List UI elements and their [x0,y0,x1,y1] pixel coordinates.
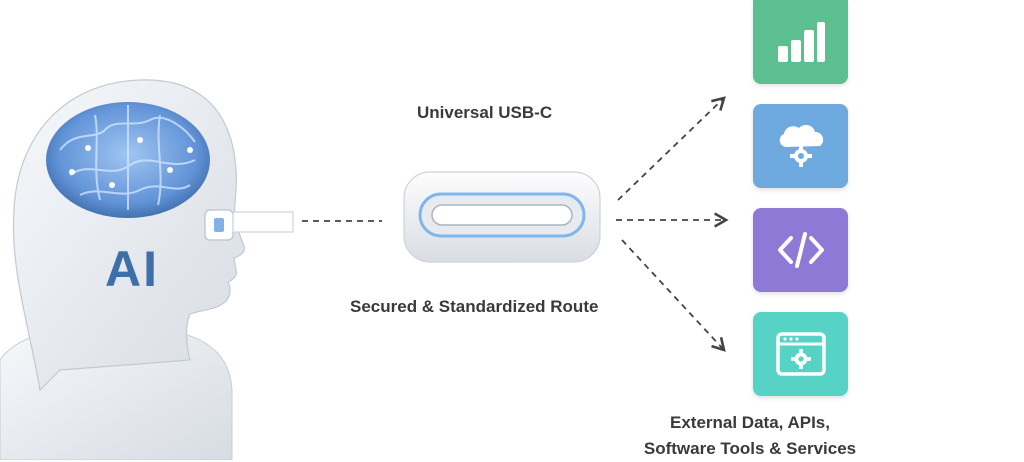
browser-gear-icon [775,332,826,376]
arrow-to-window [621,239,726,352]
cloud-tile [753,104,848,188]
code-tile [753,208,848,292]
cloud-gear-icon [779,124,823,167]
arrow-to-chart [617,96,726,201]
code-brackets-icon [777,232,824,268]
usb-c-label: Universal USB-C [417,103,553,122]
ai-head-illustration [0,79,294,460]
bar-chart-icon [777,22,825,62]
external-services-label-line1: External Data, APIs, [670,413,830,432]
brain-icon [46,102,210,218]
data-tile [753,0,848,84]
external-services-label-line2: Software Tools & Services [643,439,857,458]
ai-text: AI [105,241,159,297]
route-label: Secured & Standardized Route [350,297,599,316]
usb-c-icon [403,171,601,263]
tools-tile [753,312,848,396]
external-services-label: External Data, APIs, Software Tools & Se… [610,410,890,462]
